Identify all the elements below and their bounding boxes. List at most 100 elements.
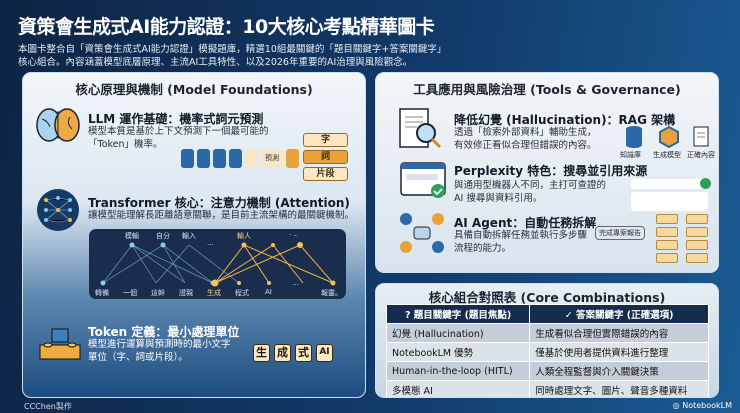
bottom-word: 生成 <box>207 289 221 297</box>
search-results-mock <box>631 192 708 211</box>
table-cell: 僅基於使用者提供資料進行整理 <box>529 342 709 362</box>
question-icon: ? <box>404 310 414 321</box>
panel-heading: 工具應用與風險治理 (Tools & Governance) <box>413 82 681 97</box>
token-chip: 生 <box>253 344 270 362</box>
option-char: 字 <box>303 133 348 147</box>
subtask-box <box>656 240 678 250</box>
rag-flow-icons <box>626 125 709 149</box>
token-chip: AI <box>316 344 333 362</box>
token-chip: 成 <box>274 344 291 362</box>
task-node: 完成專案報告 <box>595 226 645 240</box>
subtask-box <box>656 253 678 263</box>
bottom-word: 證親 <box>179 289 193 297</box>
bottom-word: 程式 <box>235 289 249 297</box>
column-header-answer: ✓ 答案關鍵字 (正確選項) <box>529 304 709 324</box>
bottom-word: 轉備 <box>95 289 109 297</box>
document-search-icon <box>399 108 442 149</box>
rag-desc-2: 有效修正看似合理但錯誤的內容。 <box>454 140 597 151</box>
combinations-table: ? 題目關鍵字 (題目焦點)✓ 答案關鍵字 (正確選項) 幻覺 (Halluci… <box>385 304 709 397</box>
agent-desc-1: 具備自動拆解任務並執行多步驟 <box>454 230 588 241</box>
subtitle-line-2: 核心組合。內容涵蓋模型底層原理、主流AI工具特性、以及2026年重要的AI治理與… <box>18 57 413 68</box>
bottom-word: 報靈。 <box>321 289 342 297</box>
token-block <box>213 149 226 168</box>
check-circle-icon: ✓ <box>564 310 576 321</box>
bottom-word: … <box>292 279 299 287</box>
table-cell: 多模態 AI <box>385 380 531 397</box>
robot-gears-icon <box>400 213 444 253</box>
agent-desc-2: 流程的能力。 <box>454 243 512 254</box>
transformer-title: Transformer 核心：注意力機制 (Attention) <box>88 196 350 210</box>
credit: CCChen製作 <box>24 402 72 411</box>
bottom-word: 一個 <box>123 289 137 297</box>
token-desc-2: 單位（字、詞或片段）。 <box>88 352 188 363</box>
core-combinations-panel: 核心組合對照表 (Core Combinations) ? 題目關鍵字 (題目焦… <box>375 283 719 398</box>
attention-diagram: 模輸 自分 輸入 … 輸人 · – 轉備 一個 這幹 證親 生成 程式 AI …… <box>89 229 346 299</box>
table-row: Human-in-the-loop (HITL)人類全程監督與介入關鍵決策 <box>385 361 709 381</box>
bottom-word: AI <box>265 288 272 296</box>
top-word: … <box>207 239 214 247</box>
subtask-box <box>686 240 708 250</box>
subtask-box <box>656 214 678 224</box>
neural-network-icon <box>37 189 79 231</box>
notebooklm-logo-icon: ◎ <box>672 401 683 410</box>
brand-label: NotebookLM <box>682 401 732 410</box>
panel-heading: 核心原理與機制 (Model Foundations) <box>75 82 313 97</box>
top-word: 自分 <box>156 232 170 240</box>
token-block <box>245 149 258 168</box>
document-pen-icon <box>693 126 709 147</box>
perplexity-desc-1: 與通用型機器人不同，主打可查證的 <box>454 180 607 191</box>
token-block-predicted <box>286 149 299 168</box>
perplexity-desc-2: AI 搜尋與資料引用。 <box>454 193 543 204</box>
table-row: 幻覺 (Hallucination)生成看似合理但實際錯誤的內容 <box>385 323 709 343</box>
token-block <box>197 149 210 168</box>
llm-title: LLM 運作基礎：機率式詞元預測 <box>88 112 264 126</box>
transformer-desc: 讓模型能理解長距離語意關聯，是目前主流架構的最關鍵機制。 <box>88 210 355 221</box>
lego-block-icon <box>39 328 81 360</box>
option-segment: 片段 <box>303 167 348 181</box>
subtask-box <box>656 227 678 237</box>
flow-label: 知識庫 <box>620 151 641 159</box>
top-word: 輸人 <box>237 232 251 240</box>
token-block <box>181 149 194 168</box>
subtask-box <box>686 227 708 237</box>
table-cell: 幻覺 (Hallucination) <box>385 323 531 343</box>
token-desc-1: 模型進行運算與預測時的最小文字 <box>88 339 231 350</box>
rag-title: 降低幻覺 (Hallucination)：RAG 架構 <box>454 113 676 127</box>
token-title: Token 定義：最小處理單位 <box>88 325 240 339</box>
top-word: 模輸 <box>125 232 139 240</box>
browser-check-icon <box>400 162 446 198</box>
col2-label: 答案關鍵字 (正確選項) <box>575 310 674 321</box>
panel-heading: 核心組合對照表 (Core Combinations) <box>428 290 666 305</box>
top-word: · – <box>289 231 297 239</box>
col1-label: 題目關鍵字 (題目焦點) <box>413 310 512 321</box>
column-header-question: ? 題目關鍵字 (題目焦點) <box>385 304 531 324</box>
check-icon <box>700 178 711 189</box>
top-word: 輸入 <box>182 232 196 240</box>
rag-desc-1: 透過「檢索外部資料」輔助生成， <box>454 127 597 138</box>
database-icon <box>626 126 642 148</box>
token-chip: 式 <box>295 344 312 362</box>
model-foundations-panel: 核心原理與機制 (Model Foundations) LLM 運作基礎：機率式… <box>22 72 366 398</box>
page-title: 資策會生成式AI能力認證：10大核心考點精華圖卡 <box>18 16 435 38</box>
table-row: NotebookLM 優勢僅基於使用者提供資料進行整理 <box>385 342 709 362</box>
predict-label: 預測 <box>261 149 283 168</box>
subtask-box <box>686 214 708 224</box>
llm-desc-2: 「Token」機率。 <box>88 139 163 150</box>
table-cell: 生成看似合理但實際錯誤的內容 <box>529 323 709 343</box>
token-block <box>229 149 242 168</box>
flow-label: 正確內容 <box>687 151 715 159</box>
table-cell: Human-in-the-loop (HITL) <box>385 361 531 381</box>
option-word: 詞 <box>303 150 348 164</box>
flow-label: 生成模型 <box>653 151 681 159</box>
llm-desc-1: 模型本質是基於上下文預測下一個最可能的 <box>88 126 269 137</box>
search-bar-mock <box>631 178 711 189</box>
table-cell: NotebookLM 優勢 <box>385 342 531 362</box>
perplexity-title: Perplexity 特色：搜尋並引用來源 <box>454 164 648 178</box>
tools-governance-panel: 工具應用與風險治理 (Tools & Governance) 降低幻覺 (Hal… <box>375 72 719 273</box>
notebooklm-brand: ◎ NotebookLM <box>673 401 732 410</box>
model-icon <box>659 125 679 149</box>
bottom-word: 這幹 <box>151 289 165 297</box>
table-cell: 人類全程監督與介入關鍵決策 <box>529 361 709 381</box>
agent-title: AI Agent：自動任務拆解 <box>454 216 597 230</box>
